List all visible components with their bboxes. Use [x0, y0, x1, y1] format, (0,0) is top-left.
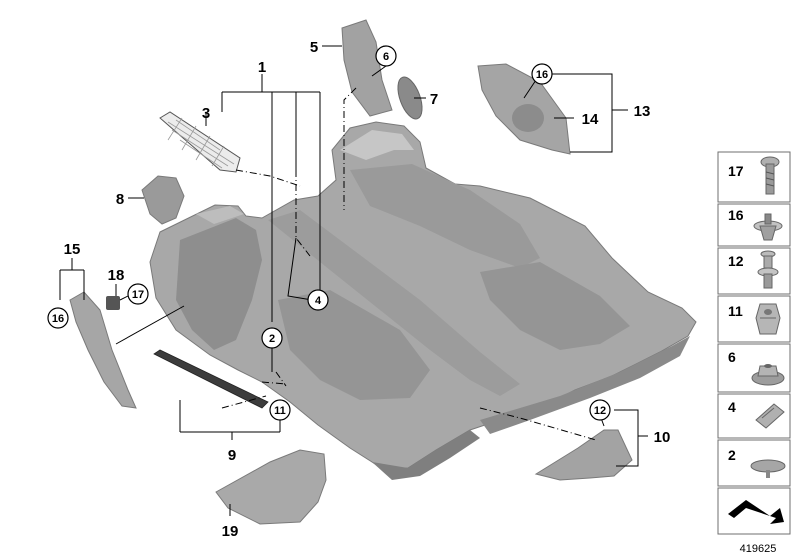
callouts: 1 3 5 7 8 9 10 13 14 15 18 19 6 16 4 2 1… [47, 39, 671, 540]
callout-6: 6 [375, 45, 397, 67]
callout-5: 5 [310, 39, 318, 56]
callout-10: 10 [654, 429, 671, 446]
fastener-pin-icon [757, 250, 779, 289]
callout-13: 13 [634, 103, 651, 120]
svg-text:6: 6 [383, 51, 389, 63]
callout-11: 11 [269, 399, 291, 421]
callout-16-left: 16 [47, 307, 69, 329]
callout-8: 8 [116, 191, 124, 208]
svg-text:11: 11 [728, 303, 743, 319]
opening-14 [512, 104, 544, 132]
callout-12: 12 [589, 399, 611, 421]
trim-part-10 [534, 429, 633, 481]
callout-7: 7 [430, 91, 438, 108]
svg-text:17: 17 [132, 289, 144, 301]
callout-9: 9 [228, 447, 236, 464]
svg-text:16: 16 [536, 69, 548, 81]
callout-1: 1 [258, 59, 266, 76]
disc-part-7 [397, 76, 423, 120]
svg-text:6: 6 [728, 349, 736, 365]
svg-text:4: 4 [728, 399, 736, 415]
sidebar-item-2: 2 [717, 439, 791, 487]
svg-text:12: 12 [728, 253, 744, 269]
svg-text:12: 12 [594, 405, 606, 417]
fastener-sidebar: 17 16 12 [717, 151, 791, 535]
callout-14: 14 [582, 111, 599, 128]
callout-19: 19 [222, 523, 239, 540]
trim-part-15 [69, 291, 137, 409]
clip-icon [755, 403, 785, 429]
svg-text:16: 16 [52, 313, 64, 325]
sidebar-item-17: 17 [717, 151, 791, 203]
screw-icon [760, 156, 780, 195]
shape-template-icon [728, 500, 784, 524]
callout-17: 17 [127, 283, 149, 305]
svg-text:4: 4 [315, 295, 322, 307]
floor-covering [149, 121, 697, 480]
callout-18: 18 [108, 267, 125, 284]
clip-nut-icon [755, 303, 781, 335]
callout-4: 4 [307, 289, 329, 311]
sidebar-item-4: 4 [717, 393, 791, 439]
plug-icon [750, 459, 786, 478]
image-id: 419625 [740, 543, 777, 555]
callout-16-top: 16 [531, 63, 553, 85]
insulation-part-5 [341, 19, 393, 117]
svg-text:17: 17 [728, 163, 744, 179]
callout-15: 15 [64, 241, 81, 258]
svg-text:16: 16 [728, 207, 744, 223]
sidebar-item-12: 12 [717, 247, 791, 295]
sidebar-item-16: 16 [717, 203, 791, 247]
hex-nut-icon [751, 364, 785, 386]
insulation-part-19 [215, 449, 327, 525]
callout-2: 2 [261, 327, 283, 349]
sidebar-item-6: 6 [717, 343, 791, 393]
part-18 [106, 296, 120, 310]
grid-mat-part [159, 111, 241, 173]
bracket-part-8 [141, 175, 185, 225]
svg-text:2: 2 [728, 447, 736, 463]
svg-text:11: 11 [274, 405, 286, 417]
strip-part-9 [153, 349, 269, 409]
sidebar-item-11: 11 [717, 295, 791, 343]
sidebar-item-template [717, 487, 791, 535]
svg-text:2: 2 [269, 333, 275, 345]
expanding-rivet-icon [753, 213, 783, 241]
callout-3: 3 [202, 105, 210, 122]
